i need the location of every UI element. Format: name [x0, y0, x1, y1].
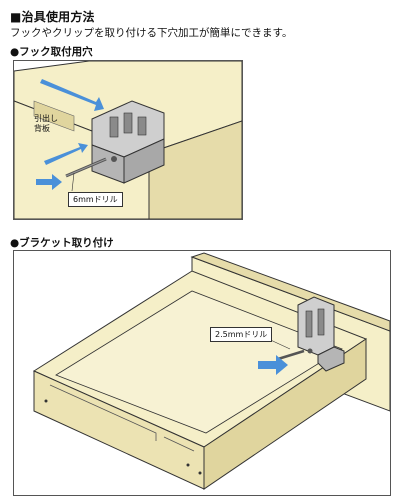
label-2-5mm-drill: 2.5mmドリル	[210, 327, 273, 342]
bracket-illustration: 2.5mmドリル	[13, 250, 391, 496]
section-heading-bracket: ●ブラケット取り付け	[10, 237, 114, 249]
page-title: ■治具使用方法	[10, 10, 95, 24]
label-6mm-drill: 6mmドリル	[68, 192, 123, 207]
jig-body	[91, 100, 165, 184]
arrow-insert	[36, 174, 62, 190]
page-description: フックやクリップを取り付ける下穴加工が簡単にできます。	[10, 27, 293, 39]
drawer-board-side	[148, 120, 242, 219]
section-heading-hook-hole: ●フック取付用穴	[10, 46, 93, 58]
bracket-drawing	[32, 252, 390, 490]
drawer-side	[203, 338, 367, 490]
arrow-drill-bracket	[258, 355, 288, 375]
drill-bit-small	[277, 349, 305, 361]
drawer-floor	[55, 290, 343, 434]
hook-hole-illustration: 引出し 背板 6mmドリル	[13, 60, 243, 220]
arrow-drill-direction	[44, 143, 88, 165]
arrow-slide-jig	[40, 79, 104, 111]
label-backboard: 背板	[34, 124, 50, 133]
board-slot	[33, 100, 75, 132]
label-drawer: 引出し	[34, 114, 58, 123]
bracket-jig	[297, 296, 345, 372]
hook-hole-drawing	[14, 61, 242, 219]
drill-bit	[65, 157, 107, 178]
